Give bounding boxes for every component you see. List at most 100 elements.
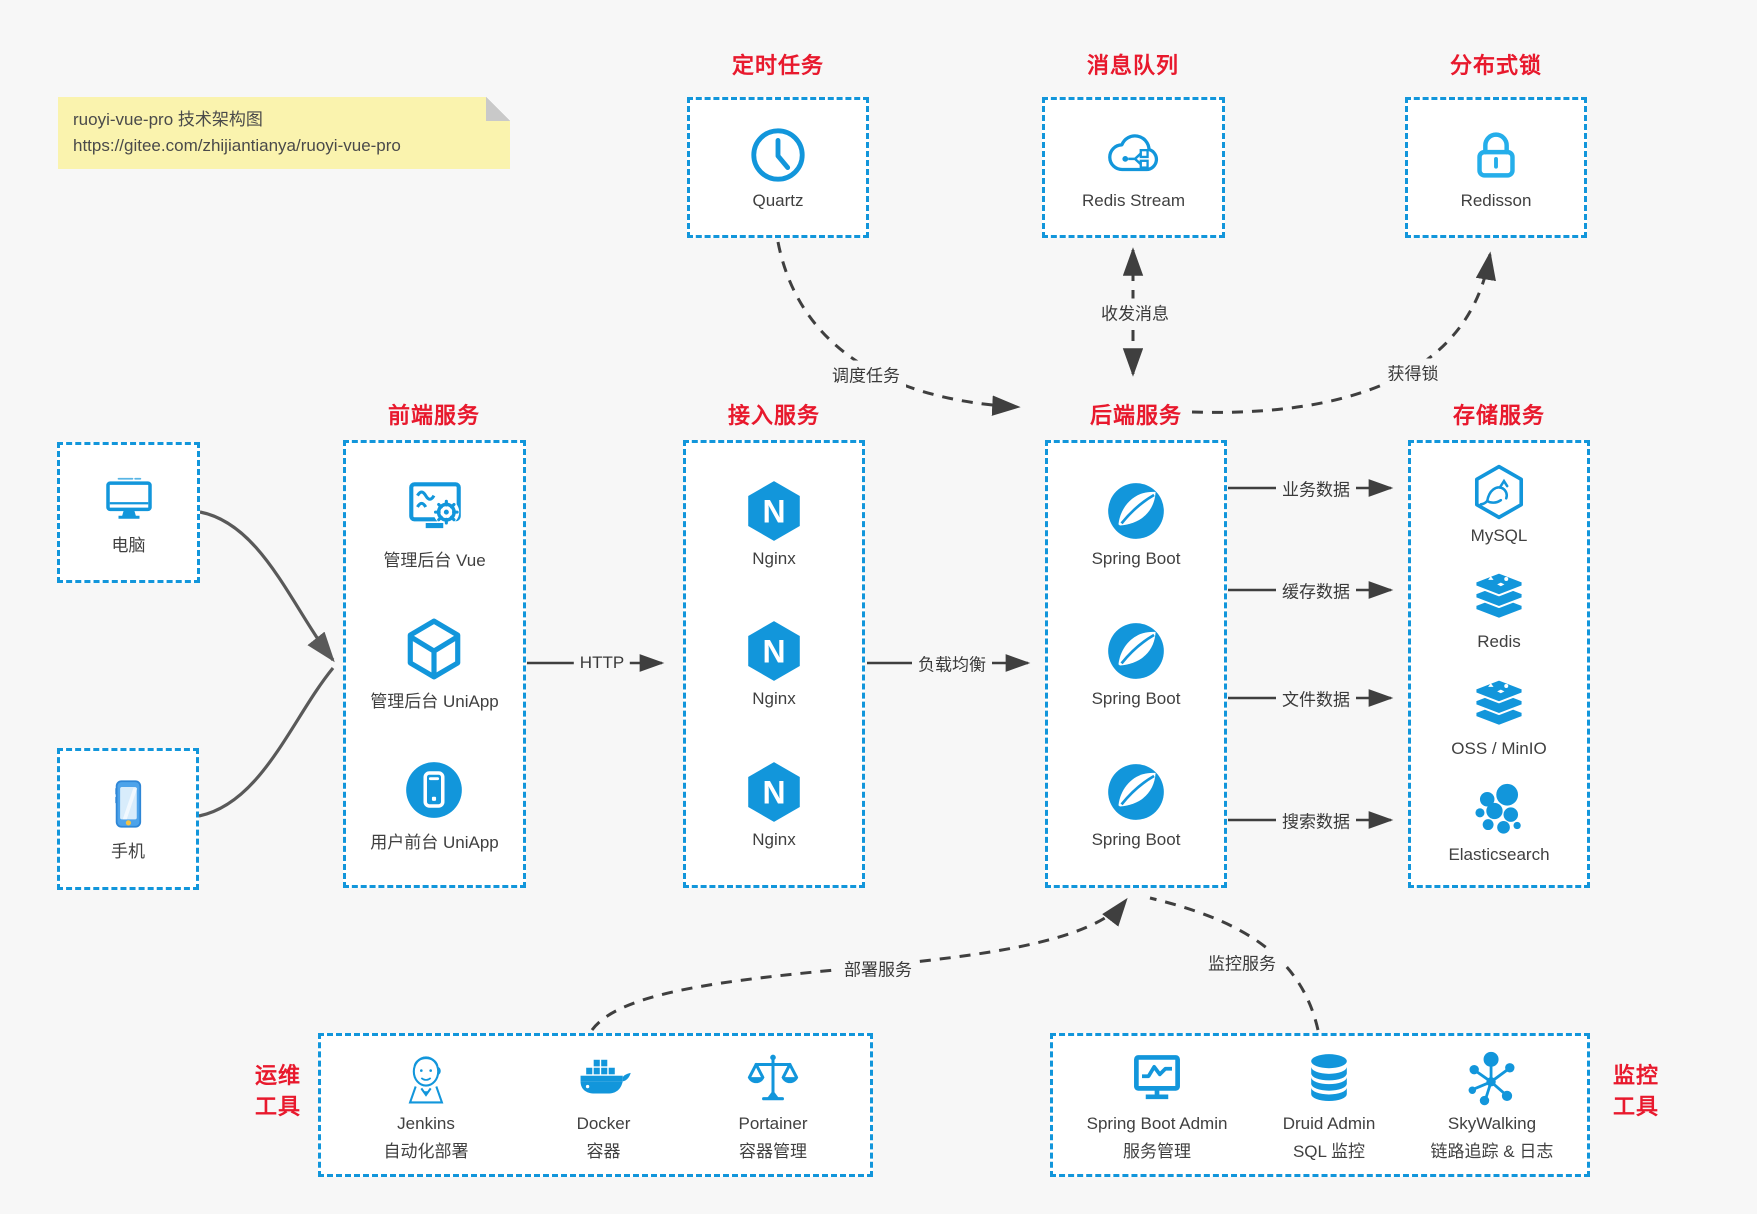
monitoring-item-skywalking: SkyWalking 链路追踪 & 日志: [1430, 1049, 1554, 1162]
user-app-icon: [406, 761, 463, 818]
storage-item-label: Elasticsearch: [1448, 845, 1550, 865]
backend-box: Spring Boot Spring Boot Spring Boot: [1045, 440, 1227, 888]
smartphone-icon: [115, 780, 142, 828]
gateway-item-nginx: N Nginx: [741, 478, 807, 569]
storage-item-oss: OSS / MinIO: [1451, 676, 1547, 759]
ops-item-name: Portainer: [738, 1113, 808, 1133]
monitoring-title-line2: 工具: [1612, 1093, 1659, 1119]
edge-acquire-lock-arrow: [1191, 251, 1496, 414]
clock-icon: [751, 128, 805, 182]
monitoring-item-desc: 链路追踪 & 日志: [1430, 1141, 1554, 1161]
storage-item-label: OSS / MinIO: [1451, 738, 1547, 758]
ops-tools-box: Jenkins 自动化部署 Docker 容器: [318, 1033, 873, 1177]
backend-item-label: Spring Boot: [1091, 689, 1181, 709]
backend-item-label: Spring Boot: [1091, 548, 1181, 568]
ops-item-jenkins: Jenkins 自动化部署: [384, 1049, 469, 1162]
desktop-icon: [105, 477, 152, 519]
backend-item-springboot: Spring Boot: [1091, 618, 1181, 709]
gateway-box: N Nginx N Nginx N Nginx: [683, 440, 865, 888]
client-computer-label: 电脑: [111, 535, 146, 555]
client-phone-label: 手机: [111, 842, 145, 861]
lock-item-label: Redisson: [1460, 191, 1532, 210]
group-title-mq: 消息队列: [1086, 53, 1180, 78]
lock-box: Redisson: [1405, 97, 1587, 238]
edge-label-acquire-lock: 获得锁: [1381, 358, 1445, 386]
ops-item-portainer: Portainer 容器管理: [738, 1049, 808, 1162]
spring-boot-icon: [1108, 764, 1164, 820]
monitoring-item-druid: Druid Admin SQL 监控: [1282, 1049, 1376, 1162]
storage-item-label: MySQL: [1470, 525, 1528, 545]
ops-tools-title: 运维 工具: [242, 1061, 314, 1123]
storage-box: MySQL Redis: [1408, 440, 1590, 888]
docker-icon: [580, 1059, 631, 1094]
uniapp-cube-icon: [408, 618, 461, 680]
monitoring-tools-box: Spring Boot Admin 服务管理 Druid Admin SQL 监…: [1050, 1033, 1590, 1177]
svg-text:N: N: [762, 634, 785, 670]
backend-item-springboot: Spring Boot: [1092, 759, 1180, 850]
jenkins-icon: [408, 1055, 444, 1103]
ops-item-name: Jenkins: [397, 1113, 455, 1133]
ops-item-name: Docker: [576, 1113, 631, 1133]
group-title-backend: 后端服务: [1089, 403, 1183, 428]
group-title-scheduler: 定时任务: [731, 53, 825, 78]
monitoring-item-sba: Spring Boot Admin 服务管理: [1086, 1049, 1228, 1162]
edge-label-load-balance: 负载均衡: [912, 649, 992, 677]
redis-stack-icon: [1474, 571, 1524, 621]
spring-boot-icon: [1108, 623, 1164, 680]
mysql-icon: [1474, 464, 1524, 519]
mq-item-label: Redis Stream: [1082, 191, 1185, 210]
monitoring-item-name: Spring Boot Admin: [1086, 1113, 1228, 1133]
nginx-icon: N: [748, 762, 800, 823]
frontend-box: 管理后台 Vue 管理后台 UniApp 用户前台 UniApp: [343, 440, 526, 888]
group-title-frontend: 前端服务: [387, 403, 481, 428]
frontend-item-label: 管理后台 Vue: [383, 551, 486, 571]
storage-item-elasticsearch: Elasticsearch: [1448, 782, 1550, 865]
edge-label-file-data: 文件数据: [1276, 684, 1356, 712]
frontend-item-label: 管理后台 UniApp: [370, 691, 499, 711]
lock-icon: [1477, 132, 1515, 178]
edge-label-http: HTTP: [573, 652, 631, 674]
nginx-icon: N: [748, 480, 800, 541]
monitoring-item-name: Druid Admin: [1282, 1113, 1376, 1133]
ops-item-docker: Docker 容器: [574, 1049, 634, 1162]
frontend-item-admin-uniapp: 管理后台 UniApp: [370, 616, 499, 712]
edge-label-deploy: 部署服务: [838, 954, 918, 982]
ops-title-line2: 工具: [254, 1093, 301, 1119]
monitoring-item-desc: 服务管理: [1123, 1141, 1192, 1161]
edge-phone-to-frontend: [198, 666, 335, 818]
oss-stack-icon: [1474, 678, 1524, 727]
nginx-icon: N: [748, 621, 800, 682]
frontend-item-admin-vue: 管理后台 Vue: [383, 475, 486, 571]
group-title-lock: 分布式锁: [1449, 53, 1543, 78]
cloud-stream-icon: [1107, 134, 1158, 172]
client-computer-box: 电脑: [57, 442, 200, 583]
gateway-item-label: Nginx: [752, 689, 796, 709]
storage-item-label: Redis: [1477, 632, 1521, 652]
edge-label-cache-data: 缓存数据: [1276, 576, 1356, 604]
scheduler-item-label: Quartz: [752, 191, 804, 210]
edge-label-business-data: 业务数据: [1276, 474, 1356, 502]
gateway-item-label: Nginx: [752, 830, 796, 850]
monitoring-item-name: SkyWalking: [1447, 1113, 1537, 1133]
ops-item-desc: 自动化部署: [383, 1141, 469, 1161]
edge-label-schedule: 调度任务: [826, 360, 906, 388]
group-title-storage: 存储服务: [1452, 403, 1546, 428]
storage-item-redis: Redis: [1470, 569, 1528, 652]
storage-item-mysql: MySQL: [1470, 463, 1528, 546]
edge-label-monitor: 监控服务: [1202, 948, 1282, 976]
ops-item-desc: 容器: [586, 1141, 621, 1161]
portainer-icon: [747, 1054, 799, 1100]
gateway-item-nginx: N Nginx: [741, 759, 807, 850]
svg-text:N: N: [762, 774, 785, 810]
edge-label-search-data: 搜索数据: [1276, 806, 1356, 834]
skywalking-icon: [1468, 1051, 1515, 1105]
monitoring-tools-title: 监控 工具: [1600, 1061, 1672, 1123]
scheduler-box: Quartz: [687, 97, 869, 238]
note-folded-corner: [486, 97, 510, 121]
gateway-item-nginx: N Nginx: [741, 618, 807, 709]
spring-boot-admin-icon: [1134, 1054, 1180, 1099]
monitoring-title-line1: 监控: [1612, 1063, 1659, 1088]
backend-item-springboot: Spring Boot: [1091, 478, 1181, 569]
note-title: ruoyi-vue-pro 技术架构图: [73, 110, 263, 129]
